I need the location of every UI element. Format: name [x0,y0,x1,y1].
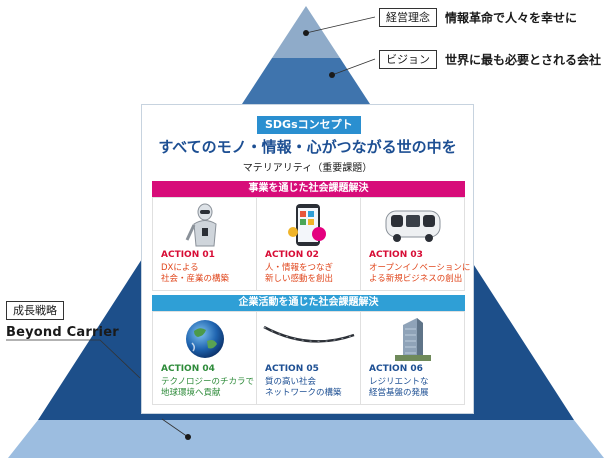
strategy-tag: 成長戦略 [6,301,64,320]
action-02-desc: 人・情報をつなぎ 新しい感動を創出 [265,263,334,284]
sdgs-badge: SDGsコンセプト [257,116,361,134]
sdgs-headline: すべてのモノ・情報・心がつながる世の中を [158,138,457,156]
action-03-label: ACTION 03 [369,250,423,260]
action-card-02: ACTION 02 人・情報をつなぎ 新しい感動を創出 [257,198,361,290]
vision-text: 世界に最も必要とされる会社 [445,53,602,67]
action-row-corporate: ACTION 04 テクノロジーのチカラで 地球環境へ貢献 ACTION 05 … [152,311,465,405]
pyramid-ground [8,420,604,458]
philosophy-text: 情報革命で人々を幸せに [445,11,578,25]
network-cable-icon [257,316,360,362]
office-building-icon [361,316,464,362]
action-06-label: ACTION 06 [369,364,423,374]
action-row-business: ACTION 01 DXによる 社会・産業の構築 ACTION 02 人・情報を… [152,197,470,291]
action-card-01: ACTION 01 DXによる 社会・産業の構築 [153,198,257,290]
action-01-label: ACTION 01 [161,250,215,260]
strategy-text: Beyond Carrier [6,325,119,340]
action-02-label: ACTION 02 [265,250,319,260]
materiality-heading: マテリアリティ（重要課題） [242,163,373,174]
philosophy-tag: 経営理念 [379,8,437,27]
action-card-03: ACTION 03 オープンイノベーションに よる新規ビジネスの創出 [361,198,470,290]
action-05-label: ACTION 05 [265,364,319,374]
action-06-desc: レジリエントな 経営基盤の発展 [369,377,429,398]
autonomous-bus-icon [361,202,464,248]
pyramid-tier-second [242,58,370,104]
smartphone-icon [257,202,360,248]
action-card-04: ACTION 04 テクノロジーのチカラで 地球環境へ貢献 [153,312,257,404]
band-corporate: 企業活動を通じた社会課題解決 [152,295,465,311]
earth-globe-icon [153,316,256,362]
action-05-desc: 質の高い社会 ネットワークの構築 [265,377,342,398]
vision-callout: ビジョン 世界に最も必要とされる会社 [379,50,601,69]
action-01-desc: DXによる 社会・産業の構築 [161,263,230,284]
action-card-06: ACTION 06 レジリエントな 経営基盤の発展 [361,312,464,404]
sdgs-panel: SDGsコンセプト すべてのモノ・情報・心がつながる世の中を マテリアリティ（重… [141,104,474,414]
action-04-label: ACTION 04 [161,364,215,374]
action-04-desc: テクノロジーのチカラで 地球環境へ貢献 [161,377,254,398]
action-card-05: ACTION 05 質の高い社会 ネットワークの構築 [257,312,361,404]
vision-tag: ビジョン [379,50,437,69]
action-03-desc: オープンイノベーションに よる新規ビジネスの創出 [369,263,471,284]
band-business: 事業を通じた社会課題解決 [152,181,465,197]
strategy-callout: 成長戦略 Beyond Carrier [6,299,119,340]
robot-icon [153,202,256,248]
philosophy-callout: 経営理念 情報革命で人々を幸せに [379,8,577,27]
